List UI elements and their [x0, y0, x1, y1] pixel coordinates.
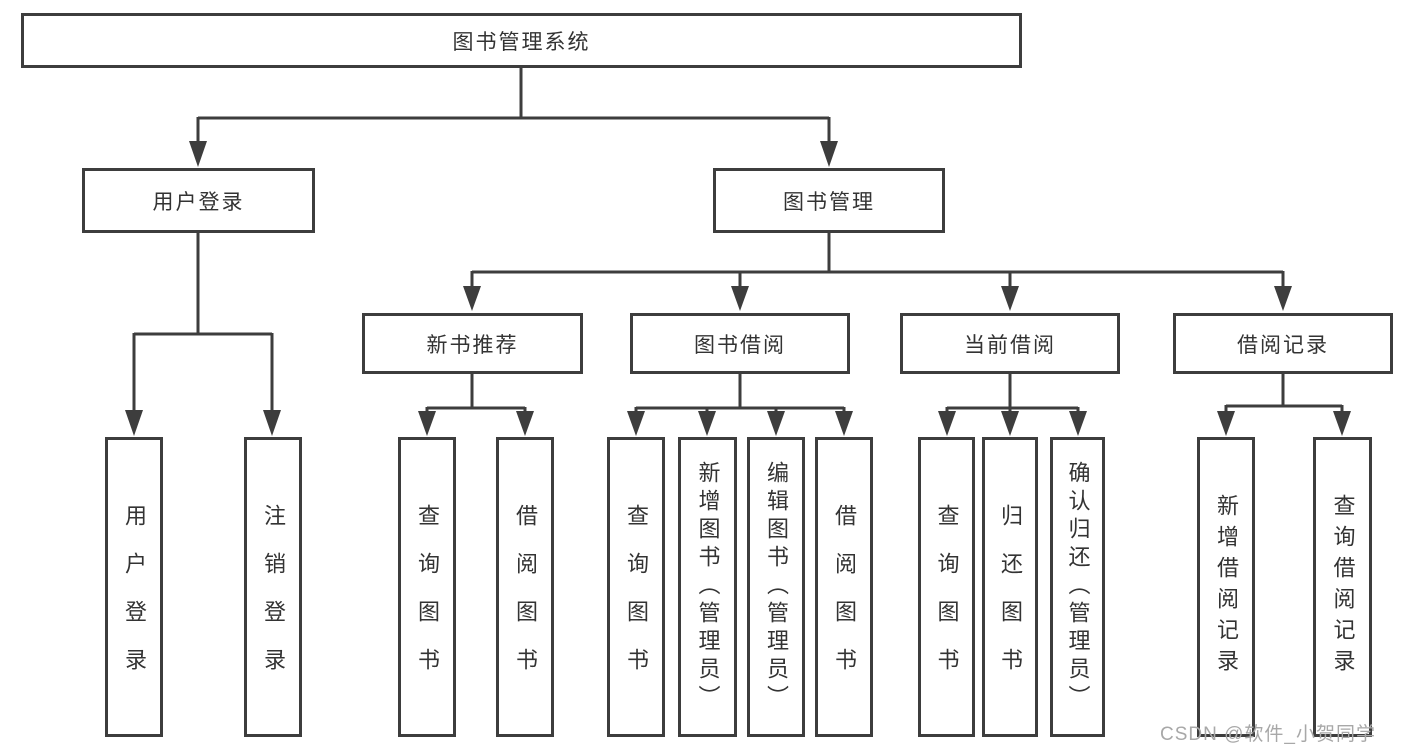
node-label: 图书管理: [783, 190, 875, 214]
arrowhead: [627, 411, 645, 436]
arrowhead: [1333, 411, 1351, 436]
leaf-borrow-book-recommend: 借阅图书: [496, 437, 554, 737]
leaf-logout: 注销登录: [244, 437, 302, 737]
node-new-book-recommend: 新书推荐: [362, 313, 583, 374]
arrowhead: [835, 411, 853, 436]
node-label: 用户登录: [122, 504, 147, 696]
arrowhead: [418, 411, 436, 436]
arrowhead: [1069, 411, 1087, 436]
node-label: 借阅图书: [832, 504, 857, 696]
arrowhead: [731, 286, 749, 311]
arrowhead: [263, 410, 281, 436]
node-label: 归还图书: [998, 504, 1023, 696]
node-label: 查询借阅记录: [1330, 494, 1356, 680]
leaf-return-book: 归还图书: [982, 437, 1038, 737]
node-label: 新增图书（管理员）: [695, 461, 721, 713]
node-root: 图书管理系统: [21, 13, 1022, 68]
arrowhead: [1274, 286, 1292, 311]
leaf-query-book-current: 查询图书: [918, 437, 975, 737]
node-label: 确认归还（管理员）: [1065, 461, 1091, 713]
node-book-management: 图书管理: [713, 168, 945, 233]
leaf-add-borrow-record: 新增借阅记录: [1197, 437, 1255, 737]
arrowhead: [698, 411, 716, 436]
leaf-user-login: 用户登录: [105, 437, 163, 737]
leaf-query-borrow-record: 查询借阅记录: [1313, 437, 1372, 737]
node-user-login: 用户登录: [82, 168, 315, 233]
node-label: 图书管理系统: [452, 30, 591, 54]
leaf-add-book-admin: 新增图书（管理员）: [678, 437, 737, 737]
node-label: 借阅图书: [513, 504, 538, 696]
leaf-borrow-book: 借阅图书: [815, 437, 873, 737]
node-label: 借阅记录: [1237, 333, 1329, 357]
arrowhead: [463, 286, 481, 311]
arrowhead: [125, 410, 143, 436]
arrowhead: [1001, 286, 1019, 311]
node-label: 编辑图书（管理员）: [764, 461, 789, 713]
arrowhead: [189, 141, 207, 167]
arrowhead: [938, 411, 956, 436]
arrowhead: [767, 411, 785, 436]
connector-records-children: [1217, 372, 1351, 436]
connector-newbook-children: [418, 372, 534, 436]
node-label: 当前借阅: [964, 333, 1056, 357]
leaf-edit-book-admin: 编辑图书（管理员）: [747, 437, 805, 737]
leaf-query-book-recommend: 查询图书: [398, 437, 456, 737]
node-book-borrow: 图书借阅: [630, 313, 850, 374]
node-label: 用户登录: [152, 190, 245, 214]
connector-root-to-level2: [189, 66, 838, 167]
node-label: 注销登录: [261, 504, 286, 696]
node-label: 图书借阅: [694, 333, 786, 357]
node-label: 查询图书: [624, 504, 649, 696]
node-label: 新书推荐: [426, 333, 519, 357]
node-label: 新增借阅记录: [1214, 494, 1239, 680]
leaf-confirm-return-admin: 确认归还（管理员）: [1050, 437, 1105, 737]
node-label: 查询图书: [415, 504, 440, 696]
connector-userlogin-children: [125, 231, 281, 436]
arrowhead: [1217, 411, 1235, 436]
node-borrow-records: 借阅记录: [1173, 313, 1393, 374]
arrowhead: [820, 141, 838, 167]
leaf-query-book-borrow: 查询图书: [607, 437, 665, 737]
csdn-watermark: CSDN @软件_小贺同学: [1160, 724, 1376, 745]
node-current-borrow: 当前借阅: [900, 313, 1120, 374]
connector-current-children: [938, 372, 1087, 436]
node-label: 查询图书: [934, 504, 960, 696]
arrowhead: [1001, 411, 1019, 436]
arrowhead: [516, 411, 534, 436]
connector-borrow-children: [627, 372, 853, 436]
connector-bookmgmt-children: [463, 231, 1292, 311]
